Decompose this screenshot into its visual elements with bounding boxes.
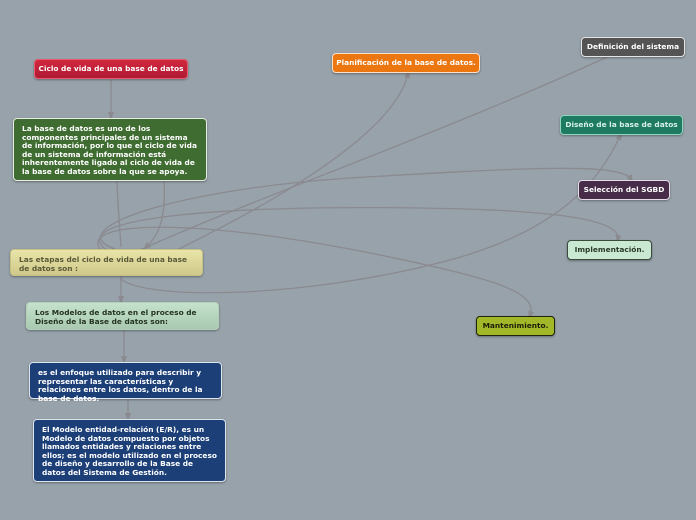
node-label: Definición del sistema — [586, 41, 680, 51]
node-label: es el enfoque utilizado para describir y… — [38, 368, 203, 403]
node-label: Implementación. — [574, 244, 645, 254]
node-diseno-base-de-datos[interactable]: Diseño de la base de datos — [560, 115, 683, 135]
node-etapas[interactable]: Las etapas del ciclo de vida de una base… — [10, 249, 203, 276]
node-mantenimiento[interactable]: Mantenimiento. — [476, 316, 555, 336]
node-planificacion[interactable]: Planificación de la base de datos. — [332, 53, 480, 73]
node-label: Diseño de la base de datos — [565, 119, 678, 129]
node-label: Selección del SGBD — [583, 184, 665, 194]
node-modelos-de-datos[interactable]: Los Modelos de datos en el proceso de Di… — [26, 302, 219, 330]
node-modelo-entidad-relacion[interactable]: El Modelo entidad-relación (E/R), es un … — [33, 419, 226, 482]
node-definicion-del-sistema[interactable]: Definición del sistema — [581, 37, 685, 57]
node-label: Mantenimiento. — [482, 320, 549, 330]
node-label: Ciclo de vida de una base de datos — [38, 63, 184, 73]
node-label: Planificación de la base de datos. — [336, 57, 476, 67]
node-label: El Modelo entidad-relación (E/R), es un … — [42, 425, 217, 477]
node-implementacion[interactable]: Implementación. — [567, 240, 652, 260]
node-enfoque[interactable]: es el enfoque utilizado para describir y… — [29, 362, 222, 403]
node-label: Los Modelos de datos en el proceso de Di… — [35, 308, 197, 326]
node-intro-base-de-datos[interactable]: La base de datos es uno de los component… — [13, 118, 207, 181]
node-seleccion-sgbd[interactable]: Selección del SGBD — [578, 180, 670, 200]
node-label: Las etapas del ciclo de vida de una base… — [19, 255, 188, 273]
node-ciclo-de-vida-root[interactable]: Ciclo de vida de una base de datos — [34, 59, 188, 79]
node-label: La base de datos es uno de los component… — [22, 124, 197, 176]
